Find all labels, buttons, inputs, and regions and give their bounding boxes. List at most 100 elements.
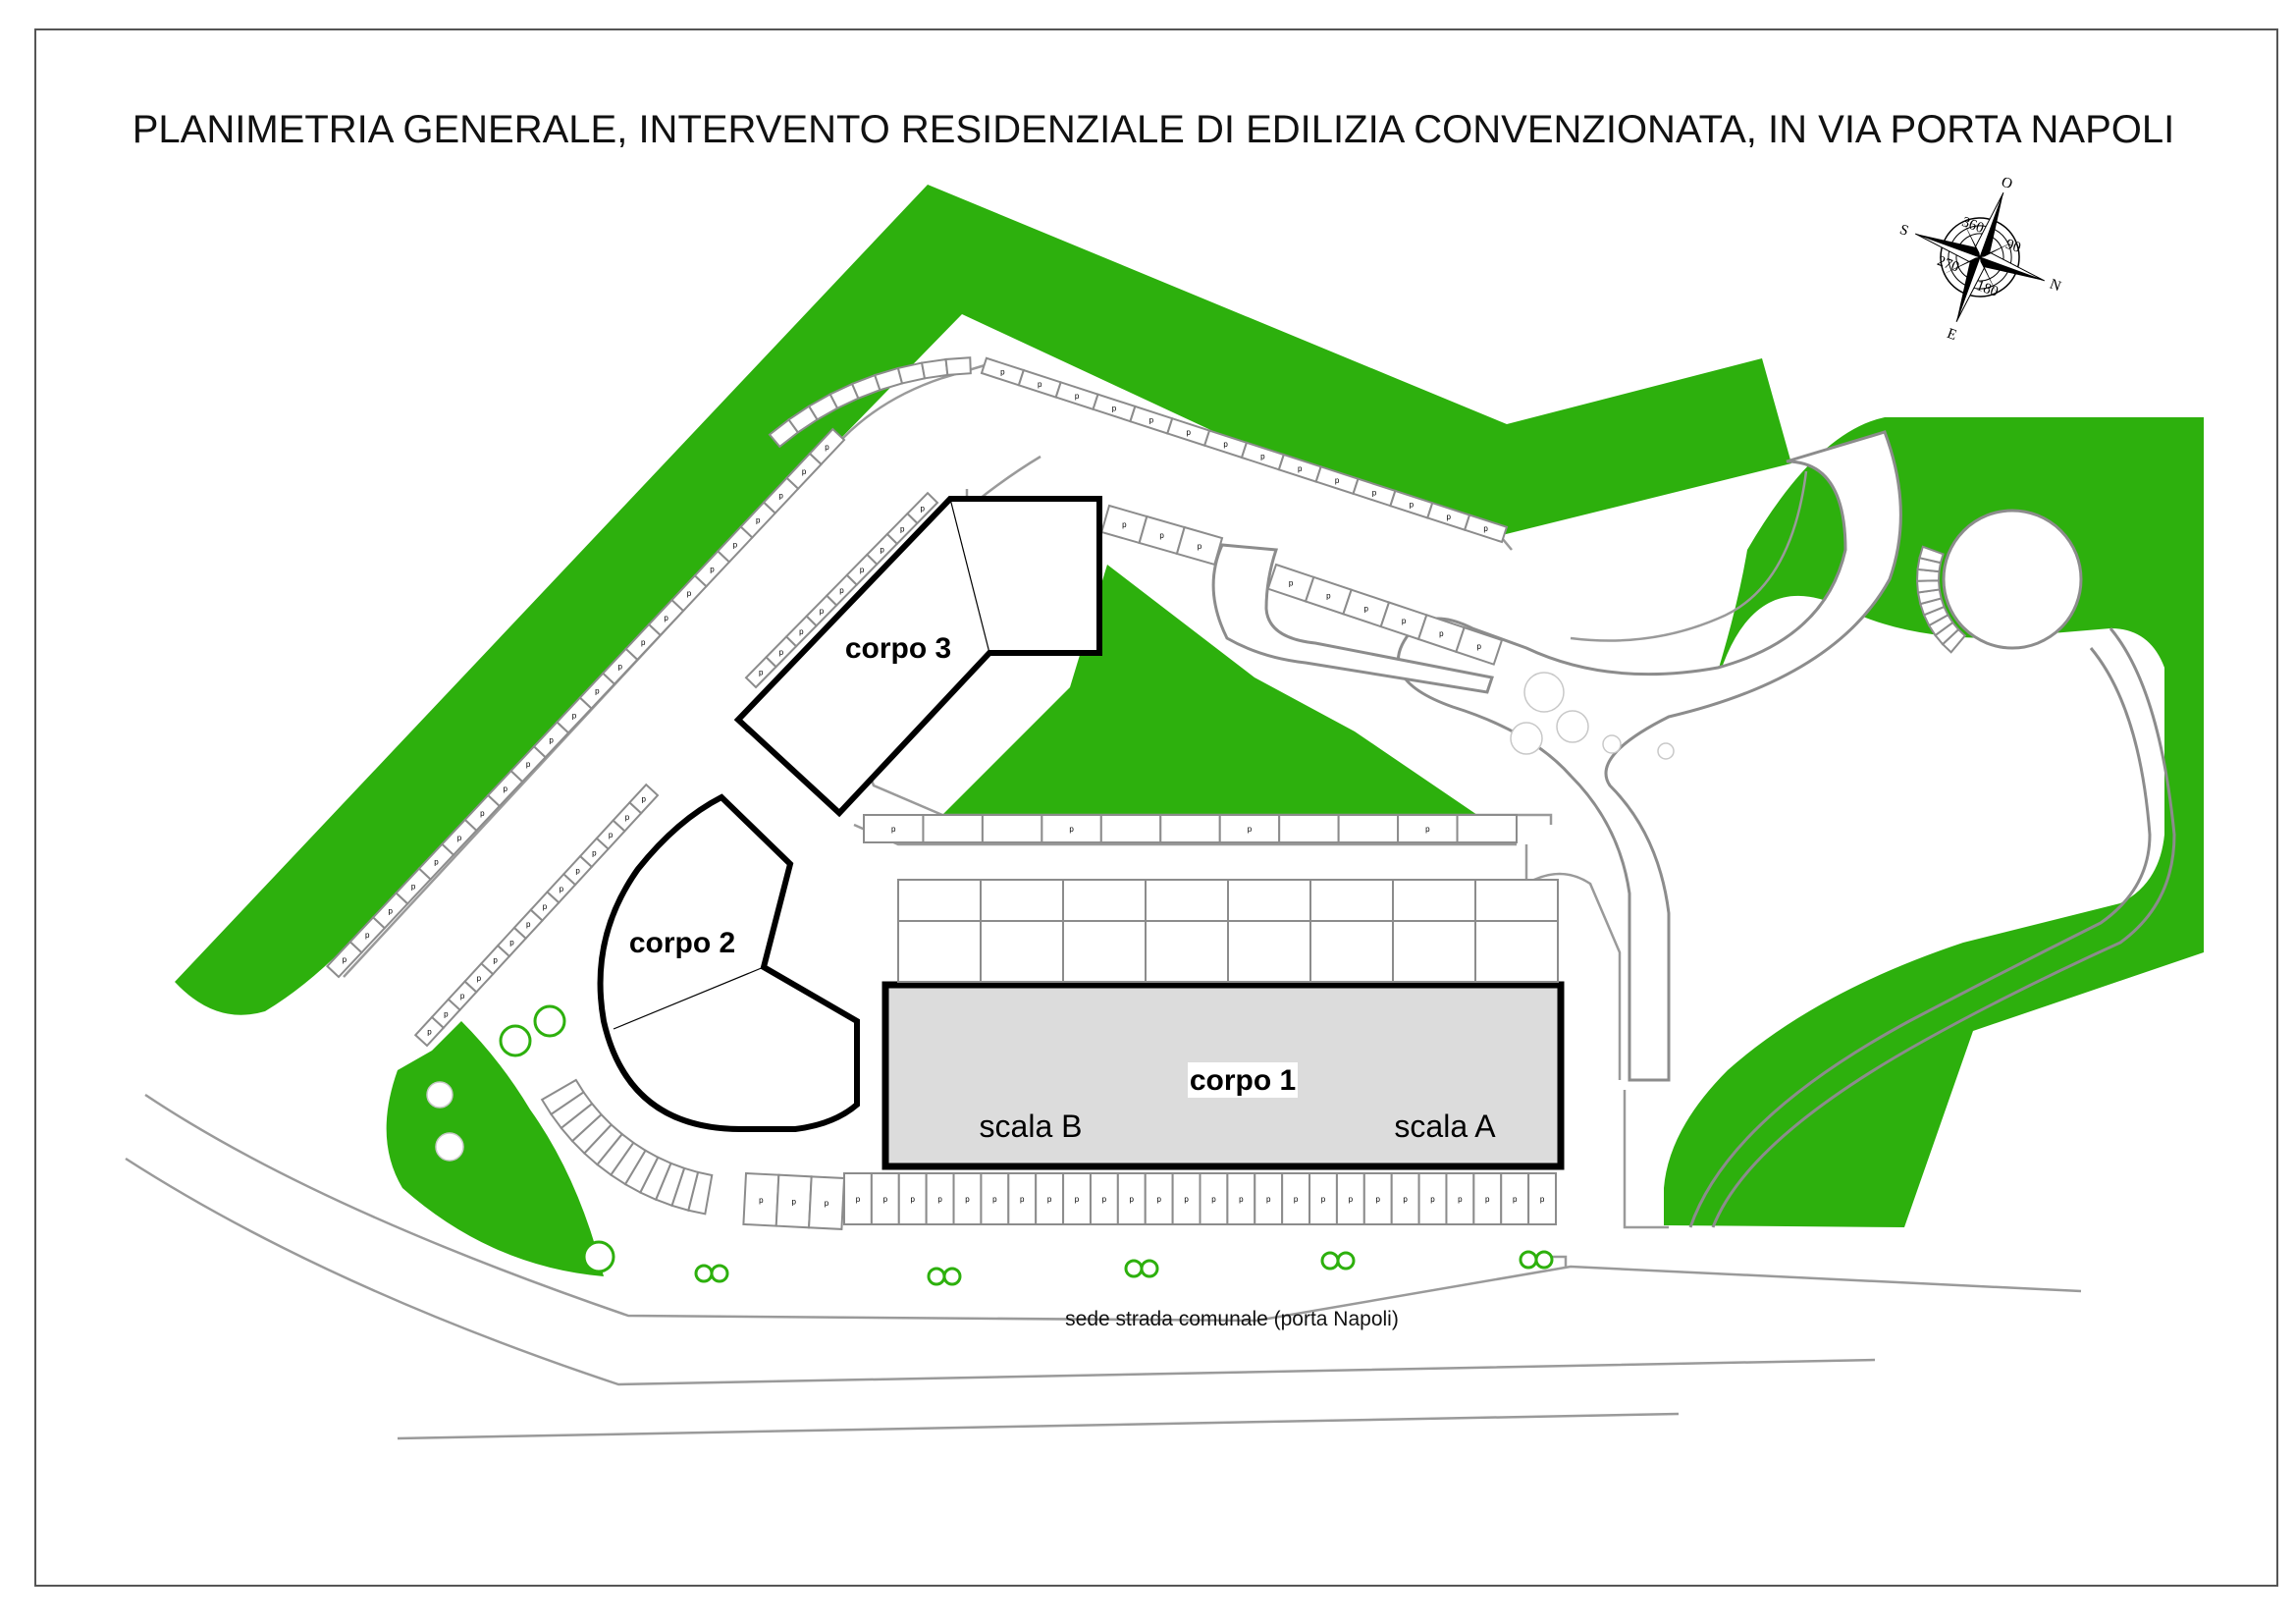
tree-icon [533, 1004, 566, 1038]
parking-mark: p [411, 882, 416, 891]
parking-mark: p [1211, 1195, 1216, 1204]
parking-stall [1337, 814, 1400, 843]
parking-mark: p [1335, 476, 1340, 485]
parking-mark: p [1156, 1195, 1161, 1204]
trees [426, 672, 1675, 1286]
parking-mark: p [1410, 501, 1415, 510]
tree-icon [1510, 722, 1543, 755]
parking-mark: p [839, 586, 844, 595]
tree-icon [582, 1240, 615, 1273]
parking-mark: p [860, 566, 865, 574]
parking-stall [1915, 579, 1941, 594]
parking-mark: p [1198, 542, 1202, 551]
tree-icon [694, 1264, 714, 1283]
parking-mark: p [1540, 1195, 1545, 1204]
access-road-east [1396, 430, 1902, 1082]
parking-mark: p [526, 760, 531, 769]
parking-mark: p [444, 1009, 449, 1018]
parking-mark: p [1349, 1195, 1354, 1204]
parking-mark: p [710, 565, 715, 573]
parking-mark: p [1294, 1195, 1299, 1204]
parking-mark: p [664, 614, 668, 622]
parking-mark: p [1430, 1195, 1435, 1204]
parking-mark: p [1130, 1195, 1135, 1204]
parking-mark: p [1248, 825, 1253, 834]
parking-mark: p [802, 467, 807, 476]
parking-mark: p [856, 1195, 861, 1204]
parking-mark: p [1223, 440, 1228, 449]
road-surfaces [1211, 430, 2176, 1228]
parking-mark: p [825, 443, 829, 452]
parking-mark: p [1122, 520, 1127, 529]
parking-mark: p [1321, 1195, 1326, 1204]
parking-mark: p [1075, 1195, 1080, 1204]
parking-mark: p [1513, 1195, 1518, 1204]
parking-mark: p [641, 795, 646, 804]
parking-mark: p [1376, 1195, 1381, 1204]
parking-mark: p [641, 638, 646, 647]
parking-stall [1456, 814, 1518, 843]
courtyard-cell [1474, 920, 1559, 983]
courtyard-cell [1227, 879, 1311, 922]
street-label: sede strada comunale (porta Napoli) [1065, 1308, 1399, 1330]
courtyard-cell [1392, 879, 1476, 922]
parking-mark: p [1184, 1195, 1189, 1204]
parking-mark: p [1038, 380, 1042, 389]
parking-mark: p [891, 825, 896, 834]
parking-mark: p [900, 524, 905, 533]
parking-mark: p [921, 505, 926, 514]
parking-mark: p [1260, 453, 1265, 461]
parking-stall [808, 1175, 846, 1230]
tree-icon [1140, 1259, 1159, 1278]
parking-stall [1455, 625, 1504, 666]
courtyard-cell [1145, 879, 1229, 922]
parking-mark: p [427, 1027, 432, 1036]
courtyard-cell [1062, 879, 1147, 922]
parking-mark: p [1363, 604, 1368, 613]
parking-stall [922, 814, 984, 843]
corpo-2-label: corpo 2 [629, 927, 735, 959]
courtyard-cell [1227, 920, 1311, 983]
courtyard-cell [1309, 920, 1394, 983]
parking-mark: p [477, 974, 482, 983]
parking-mark: p [388, 906, 393, 915]
courtyard-cell [1145, 920, 1229, 983]
parking-mark: p [756, 516, 761, 525]
parking-mark: p [618, 663, 623, 672]
parking-mark: p [625, 813, 630, 822]
parking-mark: p [733, 540, 738, 549]
compass-north: N [2048, 277, 2063, 296]
parking-mark: p [1446, 513, 1451, 521]
corpo-2-inner-line-1 [613, 966, 765, 1030]
courtyard-cell [1474, 879, 1559, 922]
corpo-1-label: corpo 1 [1190, 1064, 1296, 1097]
parking-stall [540, 1078, 585, 1116]
street-edges [125, 1090, 2082, 1440]
parking-stall [906, 491, 939, 525]
tree-icon [1602, 734, 1622, 754]
parking-mark: p [799, 627, 804, 636]
compass-deg-360: 360 [1959, 214, 1986, 237]
parking-mark: p [1047, 1195, 1052, 1204]
parking-mark: p [1266, 1195, 1271, 1204]
parking-mark: p [592, 848, 597, 857]
parking-mark: p [343, 955, 347, 964]
parking-mark: p [543, 902, 548, 911]
parking-mark: p [1439, 629, 1444, 638]
corpo-1-courtyard [897, 879, 1559, 983]
parking-mark: p [1483, 524, 1488, 533]
parking-mark: p [937, 1195, 942, 1204]
parking-stall [628, 783, 660, 815]
green-strip-northwest [175, 185, 1791, 1015]
parking-mark: p [457, 834, 462, 842]
parking-mark: p [1000, 368, 1005, 377]
parking-mark: p [687, 589, 692, 598]
tree-icon [1523, 672, 1565, 713]
parking-mark: p [1069, 825, 1074, 834]
parking-mark: p [1102, 1195, 1107, 1204]
parking-stall [1527, 1172, 1557, 1225]
tree-icon [942, 1267, 962, 1286]
courtyard-cell [1392, 920, 1476, 983]
footpath-east [1711, 627, 2176, 1228]
